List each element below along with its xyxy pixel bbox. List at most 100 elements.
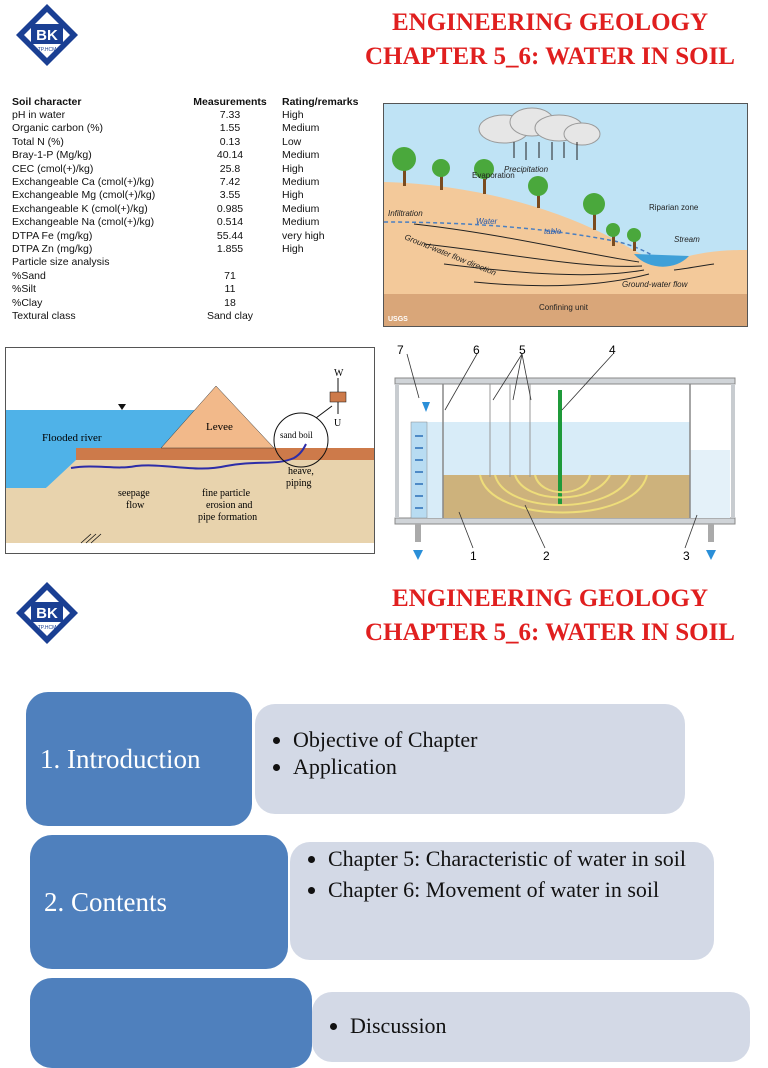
title-line-2: CHAPTER 5_6: WATER IN SOIL bbox=[365, 43, 735, 70]
table-cell: 18 bbox=[224, 296, 236, 309]
tank-label-7: 7 bbox=[397, 343, 404, 357]
title-line-1: ENGINEERING GEOLOGY bbox=[391, 585, 709, 612]
tank-label-4: 4 bbox=[609, 343, 616, 357]
table-row: %Silt 11 bbox=[10, 283, 370, 296]
table-cell: Medium bbox=[282, 216, 320, 229]
table-cell: High bbox=[282, 243, 304, 256]
table-cell: 40.14 bbox=[216, 149, 244, 162]
table-cell bbox=[280, 256, 370, 269]
agenda-item-3[interactable] bbox=[30, 978, 312, 1068]
table-cell: Low bbox=[282, 135, 302, 148]
table-row: CEC (cmol(+)/kg) 25.8 High bbox=[10, 163, 370, 176]
label-credit: USGS bbox=[388, 316, 408, 323]
table-cell: 0.514 bbox=[216, 216, 244, 229]
tree-icon bbox=[392, 147, 641, 251]
levee-figure: W U Flooded river Levee sand boil seepag… bbox=[5, 347, 375, 554]
table-row: Textural class Sand clay bbox=[10, 310, 370, 323]
label-seepage: seepage bbox=[118, 488, 150, 499]
label-fine-2: erosion and bbox=[206, 500, 252, 511]
agenda-item-2-details: Chapter 5: Characteristic of water in so… bbox=[290, 842, 714, 960]
table-cell bbox=[280, 310, 370, 323]
table-cell: High bbox=[282, 162, 304, 175]
table-cell: 11 bbox=[224, 283, 236, 296]
label-levee: Levee bbox=[206, 421, 233, 433]
table-cell: Particle size analysis bbox=[12, 256, 110, 269]
table-cell: 7.33 bbox=[219, 109, 241, 121]
table-cell: Total N (%) bbox=[12, 135, 64, 148]
table-cell: %Clay bbox=[12, 296, 43, 309]
table-cell: Medium bbox=[282, 122, 320, 135]
soil-table-container: Soil character Measurements Rating/remar… bbox=[10, 96, 370, 324]
table-cell: Medium bbox=[282, 176, 320, 189]
bk-logo: BK TP.HCM bbox=[14, 2, 80, 68]
label-confining: Confining unit bbox=[539, 303, 589, 312]
table-cell: Textural class bbox=[12, 310, 76, 323]
table-cell: 3.55 bbox=[219, 189, 241, 202]
soil-table-header: Soil character Measurements Rating/remar… bbox=[10, 96, 370, 109]
table-cell: High bbox=[282, 109, 304, 121]
label-evaporation: Evaporation bbox=[472, 171, 515, 180]
label-flow: flow bbox=[126, 500, 145, 511]
col-header: Rating/remarks bbox=[282, 96, 359, 108]
label-fine-3: pipe formation bbox=[198, 512, 257, 523]
agenda-item-1-details: Objective of Chapter Application bbox=[255, 704, 685, 814]
col-header: Measurements bbox=[193, 96, 267, 108]
title-line-2: CHAPTER 5_6: WATER IN SOIL bbox=[365, 619, 735, 646]
label-heave: heave, bbox=[288, 466, 314, 477]
agenda-item-2[interactable]: 2. Contents bbox=[30, 835, 288, 969]
table-cell: Organic carbon (%) bbox=[12, 122, 104, 135]
table-cell: Exchangeable Ca (cmol(+)/kg) bbox=[12, 176, 155, 189]
label-precipitation: Precipitation bbox=[504, 165, 549, 174]
title-line-1: ENGINEERING GEOLOGY bbox=[391, 9, 709, 36]
page-title: ENGINEERING GEOLOGY CHAPTER 5_6: WATER I… bbox=[340, 6, 760, 74]
tank-label-2: 2 bbox=[543, 549, 550, 563]
label-sand-boil: sand boil bbox=[280, 430, 313, 440]
label-piping: piping bbox=[286, 478, 312, 489]
logo-text: BK bbox=[36, 605, 58, 622]
water-cycle-figure: Precipitation Evaporation Infiltration W… bbox=[383, 103, 748, 327]
agenda-item-1[interactable]: 1. Introduction bbox=[26, 692, 252, 826]
soil-table: Soil character Measurements Rating/remar… bbox=[10, 96, 370, 324]
page-title-2: ENGINEERING GEOLOGY CHAPTER 5_6: WATER I… bbox=[340, 582, 760, 650]
table-cell: CEC (cmol(+)/kg) bbox=[12, 162, 94, 175]
table-row: %Clay 18 bbox=[10, 297, 370, 310]
agenda-item-3-details: Discussion bbox=[312, 992, 750, 1062]
tank-label-5: 5 bbox=[519, 343, 526, 357]
table-cell: %Sand bbox=[12, 269, 46, 282]
label-table: table bbox=[544, 227, 562, 236]
label-gw-flow: Ground-water flow bbox=[622, 280, 689, 289]
table-cell: 25.8 bbox=[219, 162, 241, 175]
label-stream: Stream bbox=[674, 235, 700, 244]
bullet-item: Objective of Chapter bbox=[293, 726, 685, 753]
table-cell: 55.44 bbox=[216, 229, 244, 242]
label-w: W bbox=[334, 368, 344, 379]
label-u: U bbox=[334, 418, 342, 429]
agenda-item-2-label: 2. Contents bbox=[44, 886, 168, 917]
tank-label-6: 6 bbox=[473, 343, 480, 357]
agenda-item-1-label: 1. Introduction bbox=[40, 743, 201, 774]
table-row: Particle size analysis bbox=[10, 256, 370, 269]
table-cell: %Silt bbox=[12, 283, 36, 296]
bk-logo-2: BK TP.HCM bbox=[14, 580, 80, 646]
bullet-item: Application bbox=[293, 753, 685, 780]
label-fine-1: fine particle bbox=[202, 488, 251, 499]
table-cell bbox=[280, 283, 370, 296]
table-cell: Bray-1-P (Mg/kg) bbox=[12, 149, 92, 162]
bullet-item: Chapter 5: Characteristic of water in so… bbox=[328, 845, 714, 872]
table-cell: very high bbox=[282, 229, 325, 242]
seepage-tank-figure: 7 6 5 4 1 2 3 bbox=[385, 340, 750, 572]
table-cell: 0.985 bbox=[216, 202, 244, 215]
table-cell: DTPA Zn (mg/kg) bbox=[12, 243, 93, 256]
label-water: Water bbox=[476, 217, 498, 226]
table-cell: Sand clay bbox=[206, 310, 254, 323]
